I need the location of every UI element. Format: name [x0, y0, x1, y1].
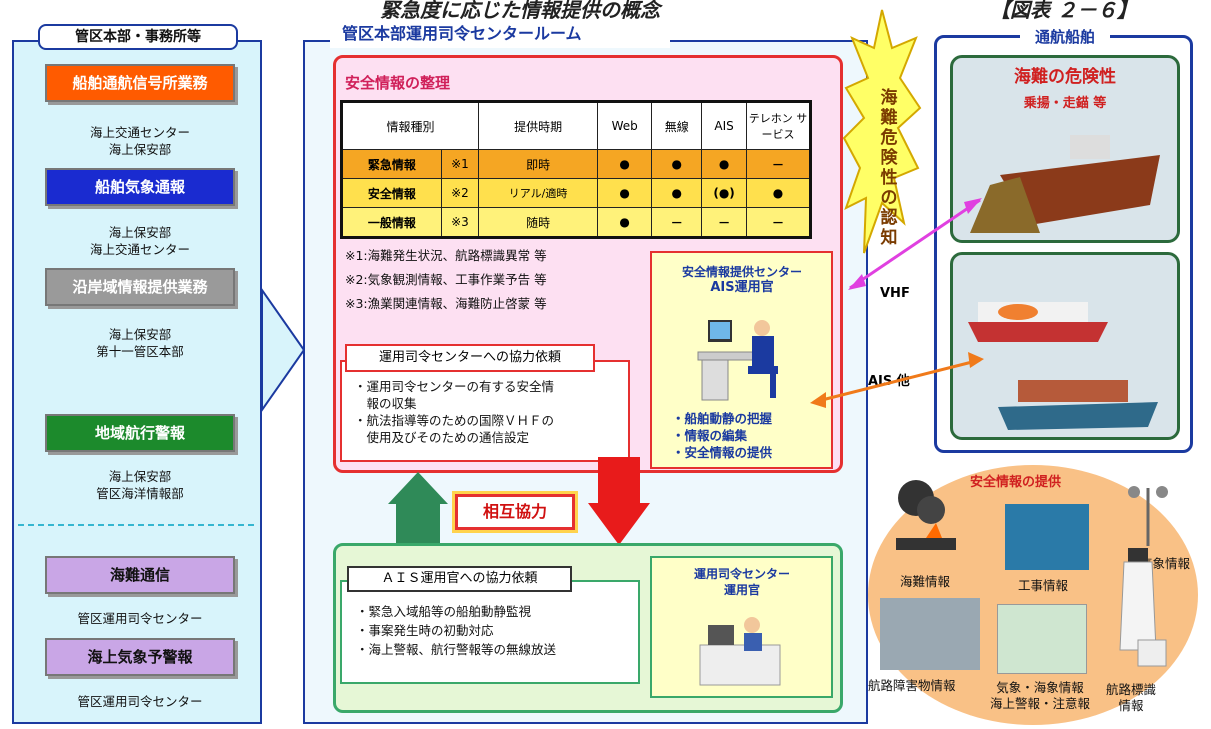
table-notes: ※1:海難発生状況、航路標識異常 等 ※2:気象観測情報、工事作業予告 等 ※3… [345, 248, 547, 311]
lighthouse-info-label: 航路標識 情報 [1106, 682, 1157, 713]
table-cell: 随時 [478, 207, 599, 238]
service-sub-text: 海上保安部第十一管区本部 [96, 327, 184, 359]
table-header: テレホン サービス [746, 101, 811, 150]
table-cell: 安全情報 [341, 178, 442, 208]
table-cell: － [746, 207, 811, 238]
ships-panel-title: 通航船舶 [1020, 26, 1110, 47]
service-regional-nav-warning: 地域航行警報 [45, 414, 235, 452]
request-box-1-text: ・運用司令センターの有する安全情 報の収集 ・航法指導等のための国際ＶＨＦの 使… [354, 379, 555, 445]
table-cell: ※2 [440, 178, 480, 208]
figure-number: 【図表 ２－６】 [990, 0, 1137, 22]
risk-recognition-text: 海難危険性の認知 [880, 88, 898, 248]
table-cell: － [651, 207, 703, 238]
up-arrow-icon [388, 472, 448, 550]
marine-info-label: 気象・海象情報 海上警報・注意報 [990, 680, 1091, 711]
flow-arrow-icon [261, 286, 306, 414]
table-cell: 一般情報 [341, 207, 442, 238]
mutual-cooperation-label: 相互協力 [455, 494, 575, 530]
table-header: AIS [701, 101, 747, 150]
table-header: 情報種別 [340, 101, 480, 150]
table-cell: 緊急情報 [341, 149, 442, 179]
info-table: 情報種別 提供時期 Web 無線 AIS テレホン サービス 緊急情報 ※1 即… [340, 100, 812, 239]
table-cell: (●) [701, 178, 747, 208]
obstacle-photo [880, 598, 980, 670]
grounded-ship-icon [970, 135, 1160, 233]
lighthouse-icon [1119, 548, 1167, 667]
table-header: Web [597, 101, 653, 150]
table-cell: ● [701, 149, 747, 179]
weather-map-photo [997, 604, 1087, 674]
table-cell: リアル/適時 [478, 178, 599, 208]
table-row: 一般情報 ※3 随時 ● － － － [341, 207, 811, 238]
anemometer-icon [1128, 486, 1168, 546]
down-arrow-icon [588, 457, 650, 545]
construction-info-label: 工事情報 [1018, 578, 1069, 593]
recognition-burst-icon [842, 9, 922, 254]
table-cell: － [701, 207, 747, 238]
accident-info-label: 海難情報 [900, 574, 951, 589]
center-panel-title: 管区本部運用司令センタールーム [330, 22, 670, 48]
table-header-row: 情報種別 提供時期 Web 無線 AIS テレホン サービス [340, 101, 811, 150]
ops-officer-title: 運用司令センター 運用官 [693, 567, 790, 597]
table-cell: ● [597, 149, 653, 179]
service-distress-comm: 海難通信 [45, 556, 235, 594]
danger-subtitle: 乗揚・走錨 等 [1023, 96, 1107, 111]
table-cell: ● [651, 178, 703, 208]
table-cell: ● [746, 178, 811, 208]
request-box-2-text: ・緊急入域船等の船舶動静監視 ・事案発生時の初動対応 ・海上警報、航行警報等の無… [356, 604, 557, 657]
table-cell: ● [651, 149, 703, 179]
ship-fire-icon [896, 480, 956, 550]
ais-task-list: ・船舶動静の把握 ・情報の編集 ・安全情報の提供 [672, 411, 773, 460]
comm-arrows-icon [810, 198, 984, 408]
service-sub-text: 管区運用司令センター [77, 611, 203, 626]
provision-title: 安全情報の提供 [970, 475, 1062, 490]
ops-officer-at-desk-icon [699, 617, 781, 686]
ais-center-title: 安全情報提供センター AIS運用官 [681, 265, 802, 295]
table-cell: ※3 [440, 207, 480, 238]
vessels-icon [968, 302, 1158, 430]
table-row: 緊急情報 ※1 即時 ● ● ● － [341, 149, 811, 179]
table-cell: 即時 [478, 149, 599, 179]
service-sub-text: 海上交通センター海上保安部 [89, 125, 190, 157]
danger-title: 海難の危険性 [1014, 67, 1116, 87]
operator-at-computer-icon [697, 320, 778, 401]
request-box-2 [340, 580, 640, 684]
service-coastal-info: 沿岸域情報提供業務 [45, 268, 235, 306]
service-sub-text: 管区運用司令センター [77, 694, 203, 709]
diagram-title: 緊急度に応じた情報提供の概念 [380, 0, 660, 22]
service-marine-forecast: 海上気象予警報 [45, 638, 235, 676]
safety-info-title: 安全情報の整理 [345, 74, 451, 92]
vhf-label: VHF [880, 286, 910, 301]
left-panel-title: 管区本部・事務所等 [38, 24, 238, 50]
divider [18, 524, 254, 526]
table-cell: ● [597, 207, 653, 238]
service-sub-text: 海上保安部海上交通センター [89, 225, 190, 257]
service-vessel-traffic-signal: 船舶通航信号所業務 [45, 64, 235, 102]
table-header: 無線 [651, 101, 703, 150]
table-row: 安全情報 ※2 リアル/適時 ● ● (●) ● [341, 178, 811, 208]
construction-photo [1005, 504, 1089, 570]
service-ship-weather: 船舶気象通報 [45, 168, 235, 206]
request-box-1-title: 運用司令センターへの協力依頼 [345, 344, 595, 372]
table-header: 提供時期 [478, 101, 599, 150]
table-cell: － [746, 149, 811, 179]
table-cell: ※1 [440, 149, 480, 179]
request-box-2-title: ＡＩＳ運用官への協力依頼 [347, 566, 572, 592]
service-sub-text: 海上保安部管区海洋情報部 [96, 469, 184, 501]
table-cell: ● [597, 178, 653, 208]
obstacle-info-label: 航路障害物情報 [868, 678, 956, 693]
